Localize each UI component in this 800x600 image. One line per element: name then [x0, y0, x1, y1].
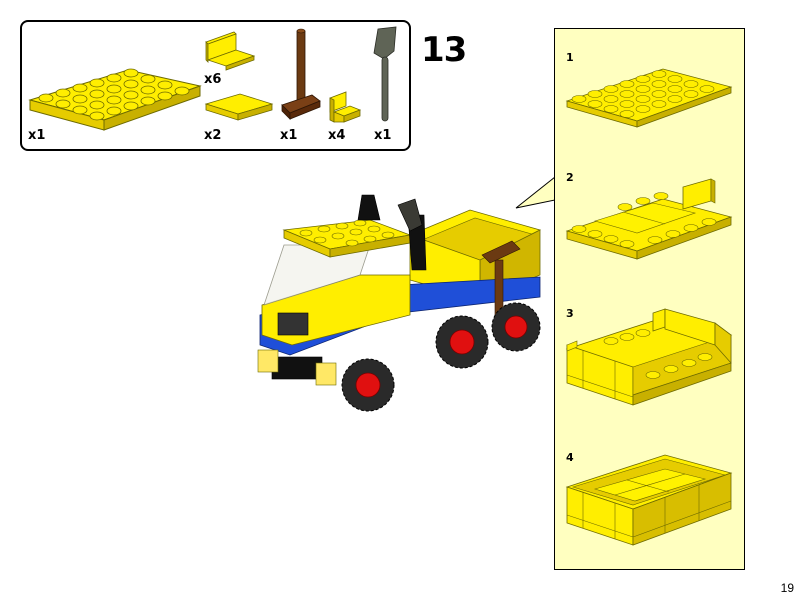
plate-4x6-icon [28, 68, 202, 131]
panel-1x2-icon [205, 31, 256, 71]
tile-2x2-icon [204, 93, 274, 121]
substep-number: 1 [566, 51, 574, 64]
quantity-shovel: x1 [374, 128, 392, 143]
parts-list-box: x1 x6 x2 x1 x4 x1 [20, 20, 411, 151]
page-number: 19 [780, 581, 794, 595]
substep-callout-panel: 1 2 3 [554, 28, 745, 570]
shovel-icon [373, 26, 397, 122]
quantity-tile: x2 [204, 128, 222, 143]
wheel [491, 302, 541, 352]
wheel [435, 315, 489, 369]
truck-model-illustration [257, 194, 542, 412]
substep-1-plate-icon [565, 68, 733, 128]
quantity-broom: x1 [280, 128, 298, 143]
step-number: 13 [421, 30, 467, 70]
quantity-panel-corner: x4 [328, 128, 346, 143]
substep-3-assembly-icon [565, 308, 733, 406]
wheel [341, 358, 395, 412]
substep-number: 4 [566, 451, 574, 464]
panel-corner-icon [329, 91, 362, 123]
substep-number: 2 [566, 171, 574, 184]
quantity-panel-1x2: x6 [204, 72, 222, 87]
substep-number: 3 [566, 307, 574, 320]
broom-icon [281, 28, 321, 120]
quantity-plate: x1 [28, 128, 46, 143]
substep-2-assembly-icon [565, 178, 733, 260]
substep-4-tipper-bed-icon [565, 454, 733, 546]
